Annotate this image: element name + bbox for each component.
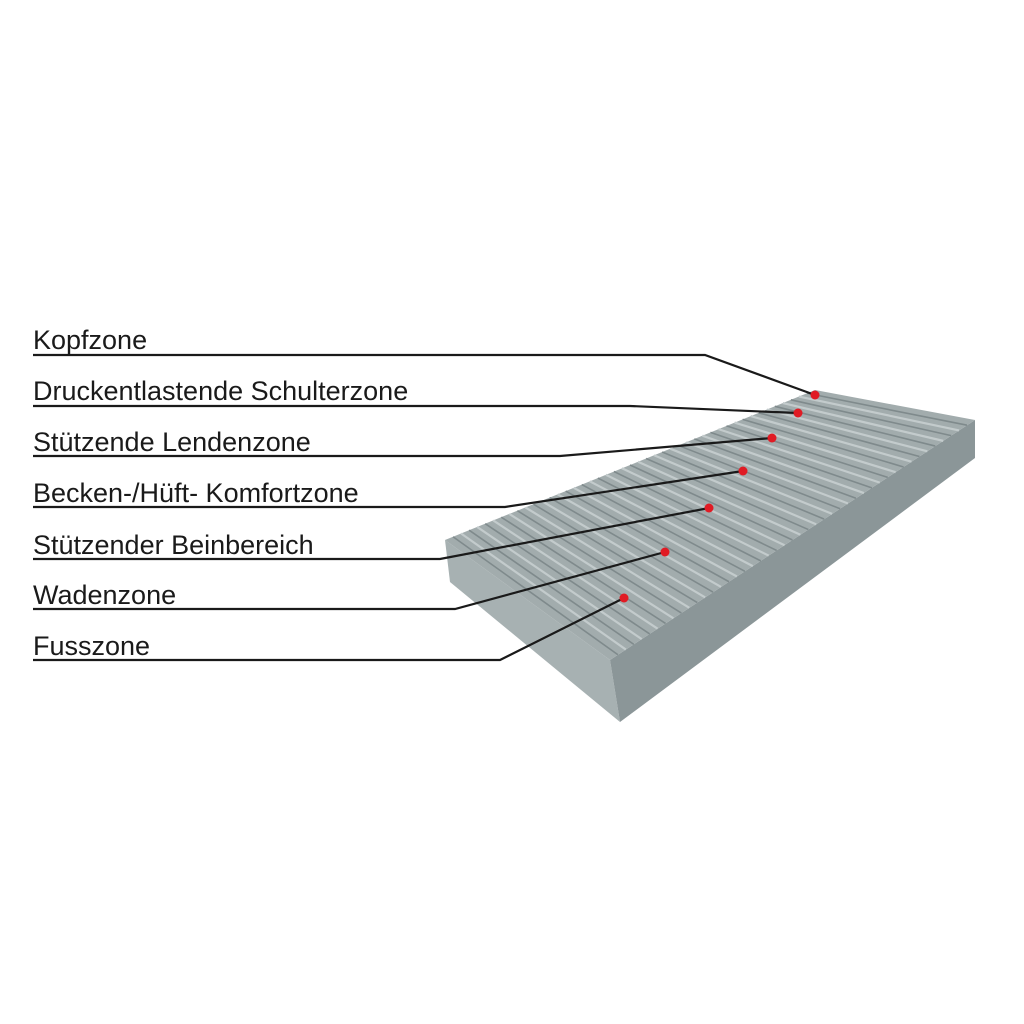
zone-marker-dot [767,433,777,443]
leader-line [33,506,710,561]
zone-marker-dot [810,390,820,400]
ridge-line [661,451,825,520]
leader-line [33,353,816,397]
zone-marker-dot [793,408,803,418]
mattress-front-face [445,540,620,722]
zone-marker-dot [660,547,670,557]
zone-label-kopfzone: Kopfzone [33,325,148,355]
ridge-line [718,428,881,484]
ridge-line [452,536,619,656]
ridge-line [524,506,690,609]
ridge-line [629,464,793,541]
ridge-line [685,441,849,505]
zone-label-fusszone: Fusszone [33,631,151,661]
ridge-line [750,415,912,463]
ridge-line [782,401,944,442]
ridge-line [573,486,738,578]
ridge-line [557,493,722,588]
ridge-line [669,447,833,515]
ridge-line [516,509,682,614]
ridge-line [806,392,968,427]
ridge-line [500,516,666,625]
ridge-line [460,532,627,651]
ridge-line [653,454,817,526]
ridge-line [734,421,896,474]
zone-label-wadenzone: Wadenzone [33,580,177,610]
zone-marker-dot [619,593,629,603]
ridge-line [694,438,857,500]
ridge-line [492,519,659,630]
ridge-line [726,425,888,479]
ridge-line [637,460,801,536]
leader-line [33,550,666,611]
zone-label-schulterzone: Druckentlastende Schulterzone [33,376,409,406]
ridge-line [742,418,904,468]
ridge-line [565,490,730,583]
ridge-line [621,467,786,547]
ridge-line [677,444,841,510]
ridge-line [549,496,714,593]
ridge-line [508,512,675,620]
leader-line [33,597,625,662]
ridge-line [766,408,928,453]
zone-marker-dot [738,466,748,476]
mattress-top-face [445,390,975,660]
ridge-line [589,480,754,568]
ridge-line [597,477,762,562]
leader-line [33,469,744,509]
zone-label-beckenzone: Becken-/Hüft- Komfortzone [33,478,359,508]
ridge-line [758,412,920,458]
ridge-line [798,395,960,432]
ridge-line [645,457,809,531]
ridge-line [581,483,746,573]
zone-marker-dot [704,503,714,513]
ridge-line [790,399,952,437]
ridge-line [540,499,706,599]
leader-line [33,404,799,415]
leader-lines [33,353,820,662]
ridge-line [702,434,865,495]
zone-label-beinbereich: Stützender Beinbereich [33,530,314,560]
ridge-line [533,503,698,604]
zone-label-lendenzone: Stützende Lendenzone [33,427,311,457]
mattress-side-face [610,420,975,722]
leader-line [33,436,773,458]
